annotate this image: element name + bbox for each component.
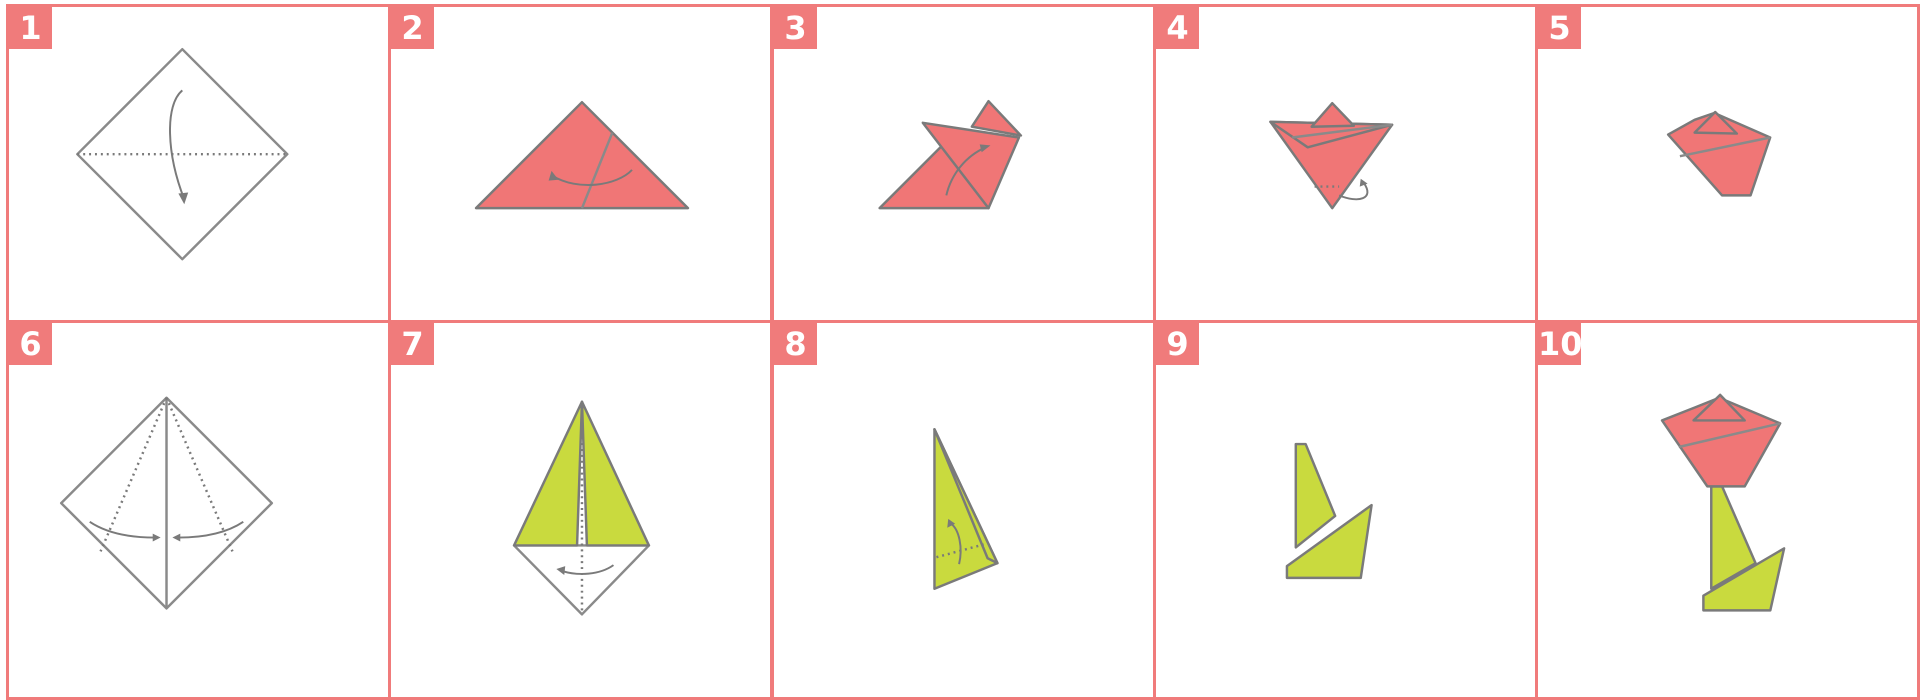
step-panel-4: 4 [1153,4,1538,324]
right-flap [582,402,649,546]
step-panel-6: 6 [6,320,391,700]
step-panel-1: 1 [6,4,391,324]
step-panel-8: 8 [771,320,1156,700]
step-4-diagram [1156,7,1535,321]
step-panel-10: 10 [1535,320,1920,700]
step-7-diagram [391,323,770,697]
step-3-diagram [774,7,1153,321]
left-flap [514,402,582,546]
origami-tulip-instructions: 1 2 3 4 [6,4,1918,692]
step-panel-2: 2 [388,4,773,324]
stem [1296,444,1335,547]
step-10-diagram [1538,323,1917,697]
step-panel-9: 9 [1153,320,1538,700]
step-9-diagram [1156,323,1535,697]
step-5-diagram [1538,7,1917,321]
step-8-diagram [774,323,1153,697]
top-point [1312,103,1354,127]
step-panel-7: 7 [388,320,773,700]
triangle-fold [476,102,688,208]
step-panel-3: 3 [771,4,1156,324]
step-1-diagram [9,7,388,321]
step-panel-5: 5 [1535,4,1920,324]
step-6-diagram [9,323,388,697]
step-2-diagram [391,7,770,321]
